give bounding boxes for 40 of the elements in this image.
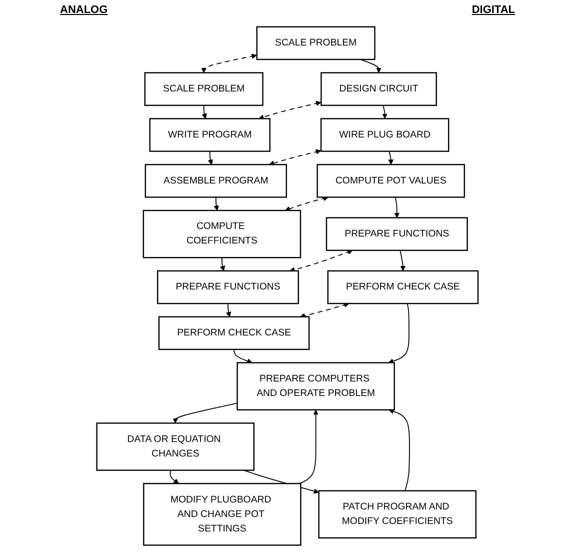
arrow — [290, 250, 353, 272]
node-box: COMPUTE COEFFICIENTS — [142, 210, 302, 258]
node-box: DESIGN CIRCUIT — [320, 72, 438, 106]
node-box: WRITE PROGRAM — [149, 118, 271, 152]
arrow — [400, 250, 406, 272]
node-box: SCALE PROBLEM — [256, 26, 376, 60]
node-box: ASSEMBLE PROGRAM — [144, 164, 288, 198]
arrow — [394, 196, 400, 218]
arrow — [382, 104, 388, 119]
node-box: WIRE PLUG BOARD — [320, 118, 450, 152]
arrow — [220, 257, 226, 272]
node-box: DATA OR EQUATION CHANGES — [96, 422, 255, 471]
node-box: PREPARE COMPUTERS AND OPERATE PROBLEM — [236, 362, 396, 410]
node-box: PREPARE FUNCTIONS — [326, 217, 468, 251]
node-box: PATCH PROGRAM AND MODIFY COEFFICIENTS — [318, 490, 477, 538]
node-box: PERFORM CHECK CASE — [327, 270, 479, 304]
arrow — [202, 104, 207, 119]
arrow — [226, 303, 232, 318]
arrow — [208, 150, 214, 165]
node-box: PERFORM CHECK CASE — [158, 316, 310, 350]
column-heading: ANALOG — [60, 4, 108, 18]
arrow — [170, 470, 180, 484]
arrow — [388, 150, 394, 165]
arrow — [201, 54, 257, 73]
arrow — [300, 302, 350, 318]
arrow — [172, 402, 238, 424]
node-box: COMPUTE POT VALUES — [316, 164, 466, 198]
arrow — [269, 149, 322, 166]
node-box: PREPARE FUNCTIONS — [157, 270, 300, 304]
node-box: MODIFY PLUGBOARD AND CHANGE POT SETTINGS — [143, 482, 302, 546]
arrow — [388, 303, 410, 364]
arrow — [214, 196, 219, 211]
arrow — [285, 196, 329, 212]
arrow — [388, 408, 410, 492]
node-box: SCALE PROBLEM — [144, 72, 264, 106]
arrow — [298, 410, 319, 484]
arrow — [234, 348, 252, 364]
arrow — [258, 100, 322, 120]
column-heading: DIGITAL — [472, 4, 515, 18]
arrow — [360, 59, 382, 73]
